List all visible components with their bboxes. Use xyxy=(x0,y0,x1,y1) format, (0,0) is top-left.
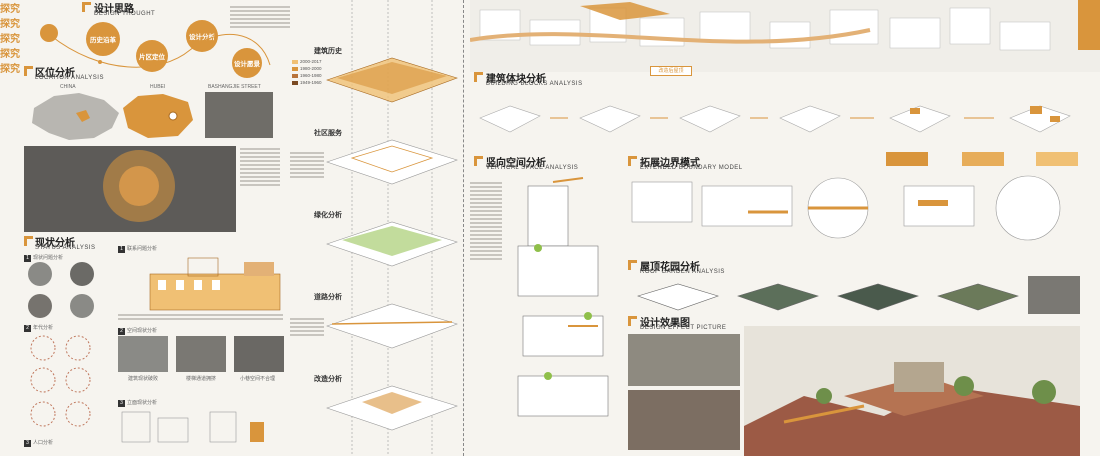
legend-text-1: 2000-2017 xyxy=(300,59,322,64)
explore-mark-2: 探究 xyxy=(0,19,20,30)
section-icon xyxy=(474,156,483,166)
color-swatch-1 xyxy=(886,152,928,166)
effect-title: 设计效果图 xyxy=(640,318,690,329)
effect-scene xyxy=(744,326,1080,456)
boundary-title: 拓展边界模式 xyxy=(640,158,700,169)
circle-design-analysis: 设计分析 xyxy=(186,20,218,52)
caption-3: 小巷空间不合理 xyxy=(240,376,276,382)
location-subtitle: LOCATION ANALYSIS xyxy=(35,75,104,81)
status-photo-3 xyxy=(28,294,52,318)
location-paragraph xyxy=(240,146,280,232)
vertical-subtitle: VERTICAL SPACE ANALYSIS xyxy=(486,165,579,171)
space-photo-1 xyxy=(118,336,168,372)
legend-swatch-1 xyxy=(292,60,298,64)
legend-swatch-3 xyxy=(292,74,298,78)
section-icon xyxy=(24,66,33,76)
circle-vision: 设计愿景 xyxy=(232,48,262,78)
effect-subtitle: DESIGN EFFECT PICTURE xyxy=(640,325,727,331)
explore-mark-1: 探究 xyxy=(0,4,20,15)
location-title: 区位分析 xyxy=(35,68,75,79)
roof-subtitle: ROOF GARDEN ANALYSIS xyxy=(640,269,725,275)
color-strip xyxy=(1078,0,1100,50)
facade-sketches xyxy=(121,411,264,443)
circle-history: 历史沿革 xyxy=(86,22,120,56)
service-paragraph xyxy=(290,150,324,198)
age-analysis-rings xyxy=(30,335,91,427)
section-icon xyxy=(24,236,33,246)
status-photo-2 xyxy=(70,262,94,286)
section-icon xyxy=(82,2,91,12)
thought-connectors xyxy=(49,34,271,69)
aerial-model-view xyxy=(470,0,1100,72)
section-icon xyxy=(628,260,637,270)
exploded-axonometric xyxy=(326,0,458,456)
street-aerial-photo xyxy=(205,92,273,138)
hubei-map xyxy=(123,94,193,138)
explore-title-service: 社区服务 xyxy=(314,129,342,137)
section-icon xyxy=(628,156,637,166)
thought-paragraph xyxy=(230,4,290,44)
blocks-title: 建筑体块分析 xyxy=(486,74,546,85)
status-subtitle: STATUS ANALYSIS xyxy=(35,245,96,251)
legend-swatch-2 xyxy=(292,67,298,71)
map-label-china: CHINA xyxy=(60,84,76,90)
status-title: 现状分析 xyxy=(35,238,75,249)
tag-label: 改造后屋顶 xyxy=(650,66,692,76)
explore-title-renovation: 改造分析 xyxy=(314,375,342,383)
vertical-title: 竖向空间分析 xyxy=(486,158,546,169)
roof-title: 屋顶花园分析 xyxy=(640,262,700,273)
legend-text-4: 1949-1960 xyxy=(300,80,322,85)
space-photo-2 xyxy=(176,336,226,372)
road-paragraph xyxy=(290,316,324,356)
connection-elevation xyxy=(149,257,281,311)
explore-title-history: 建筑历史 xyxy=(314,47,342,55)
block-sequence xyxy=(479,105,1071,133)
blocks-subtitle: BUILDING BLOCKS ANALYSIS xyxy=(486,81,583,87)
legend-text-2: 1980-2000 xyxy=(300,66,322,71)
section-icon xyxy=(474,72,483,82)
design-thought-subtitle: DESIGN THOUGHT xyxy=(94,11,156,17)
legend-swatch-4 xyxy=(292,81,298,85)
satellite-photo xyxy=(24,146,236,232)
effect-photo-2 xyxy=(628,390,740,450)
map-label-hubei: HUBEI xyxy=(150,84,166,90)
caption-2: 楼梯通道拥挤 xyxy=(186,376,217,382)
china-map xyxy=(32,93,119,140)
effect-photo-1 xyxy=(628,334,740,386)
color-swatch-2 xyxy=(962,152,1004,166)
connection-paragraph xyxy=(118,312,283,326)
site-highlight xyxy=(103,150,175,222)
legend-text-3: 1960-1980 xyxy=(300,73,322,78)
effect-main-rendering xyxy=(744,326,1080,456)
explore-mark-4: 探究 xyxy=(0,49,20,60)
caption-1: 建筑现状破败 xyxy=(128,376,159,382)
boundary-subtitle: EXTENDED BOUNDARY MODEL xyxy=(640,165,743,171)
vertical-section-axo xyxy=(517,177,609,417)
color-swatch-3 xyxy=(1036,152,1078,166)
roof-garden-diagrams xyxy=(637,276,1080,314)
map-label-street: BASHANGJIE STREET xyxy=(208,84,261,90)
column-divider xyxy=(463,0,464,456)
status-photo-1 xyxy=(28,262,52,286)
explore-mark-5: 探究 xyxy=(0,64,20,75)
explore-title-green: 绿化分析 xyxy=(314,211,342,219)
vertical-paragraph xyxy=(470,180,502,400)
explore-title-road: 道路分析 xyxy=(314,293,342,301)
design-thought-title: 设计思路 xyxy=(94,4,134,15)
space-photo-3 xyxy=(234,336,284,372)
status-photo-4 xyxy=(70,294,94,318)
boundary-diagrams xyxy=(631,175,1061,241)
explore-mark-3: 探究 xyxy=(0,34,20,45)
section-icon xyxy=(628,316,637,326)
